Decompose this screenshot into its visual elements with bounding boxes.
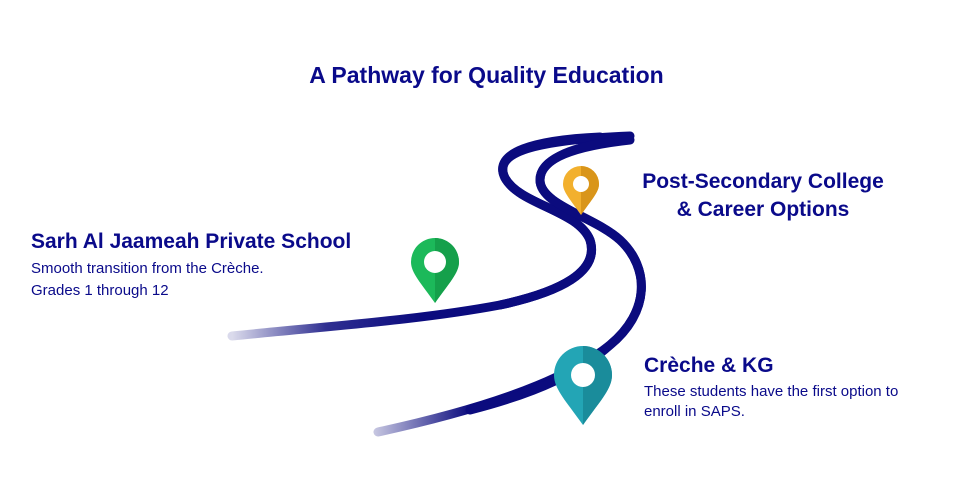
creche-block: Crèche & KG These students have the firs… <box>644 353 898 422</box>
creche-description-line1: These students have the first option to <box>644 382 898 402</box>
creche-heading: Crèche & KG <box>644 353 898 379</box>
map-pin-icon <box>410 238 460 304</box>
school-heading: Sarh Al Jaameah Private School <box>31 229 351 255</box>
map-pin-icon <box>553 346 613 426</box>
school-description-line1: Smooth transition from the Crèche. <box>31 258 351 280</box>
school-block: Sarh Al Jaameah Private School Smooth tr… <box>31 229 351 302</box>
map-pin-icon <box>562 166 600 216</box>
school-description-line2: Grades 1 through 12 <box>31 280 351 302</box>
post-secondary-heading-line2: & Career Options <box>622 196 904 224</box>
creche-description-line2: enroll in SAPS. <box>644 402 898 422</box>
post-secondary-heading-line1: Post-Secondary College <box>622 168 904 196</box>
post-secondary-block: Post-Secondary College & Career Options <box>622 168 904 224</box>
